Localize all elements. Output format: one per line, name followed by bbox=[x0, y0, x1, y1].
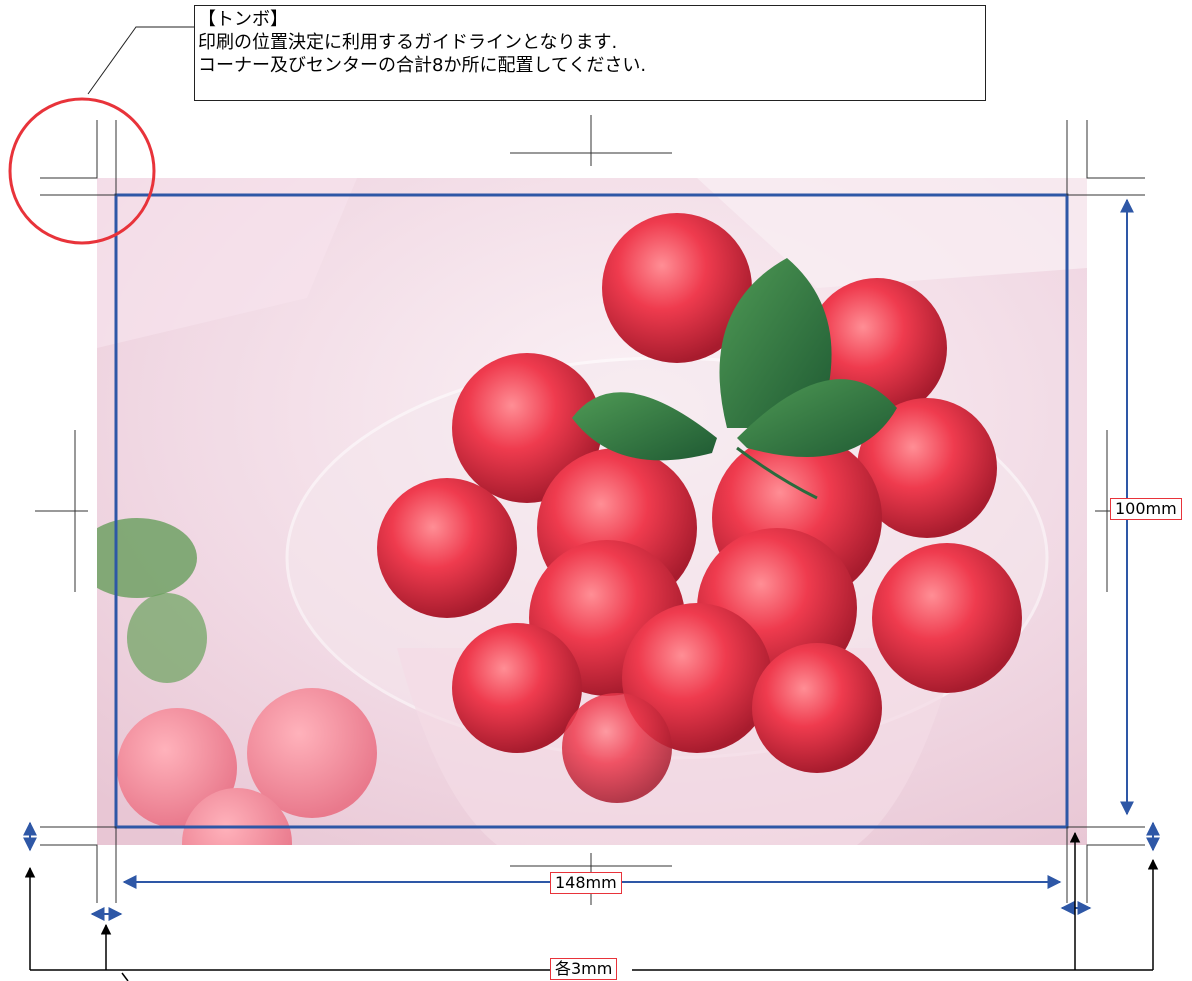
note-line-2: コーナー及びセンターの合計8か所に配置してください. bbox=[198, 55, 647, 76]
height-label: 100mm bbox=[1110, 498, 1182, 520]
crop-mark-bottom-left-outer bbox=[40, 844, 98, 903]
raspberry-photo bbox=[97, 178, 1087, 845]
callout-circle bbox=[8, 97, 156, 245]
raspberry-photo-art bbox=[97, 178, 1087, 845]
center-crop-marks bbox=[35, 115, 1148, 905]
bleed-leaders bbox=[24, 831, 1159, 981]
bleed-arrows bbox=[23, 821, 1160, 921]
crop-mark-bottom-right-inner bbox=[1066, 826, 1145, 903]
corner-crop-marks bbox=[40, 120, 1145, 903]
crop-mark-top-right-inner bbox=[1066, 120, 1145, 196]
callout-leader bbox=[87, 26, 194, 95]
crop-mark-top-right-outer bbox=[1086, 120, 1145, 179]
crop-mark-top-left-outer bbox=[40, 120, 98, 179]
trim-mark-note: 【トンボ】 印刷の位置決定に利用するガイドラインとなります. コーナー及びセンタ… bbox=[194, 5, 986, 101]
crop-mark-top-left-inner bbox=[40, 120, 117, 196]
strawberry-leaf bbox=[572, 258, 897, 500]
note-title: 【トンボ】 bbox=[198, 9, 288, 30]
crop-mark-bottom-left-inner bbox=[40, 826, 117, 903]
note-line-1: 印刷の位置決定に利用するガイドラインとなります. bbox=[198, 32, 618, 53]
trim-frame bbox=[114, 193, 1069, 829]
bleed-label: 各3mm bbox=[550, 958, 618, 980]
crop-mark-bottom-right-outer bbox=[1086, 844, 1145, 903]
width-label: 148mm bbox=[550, 872, 622, 894]
